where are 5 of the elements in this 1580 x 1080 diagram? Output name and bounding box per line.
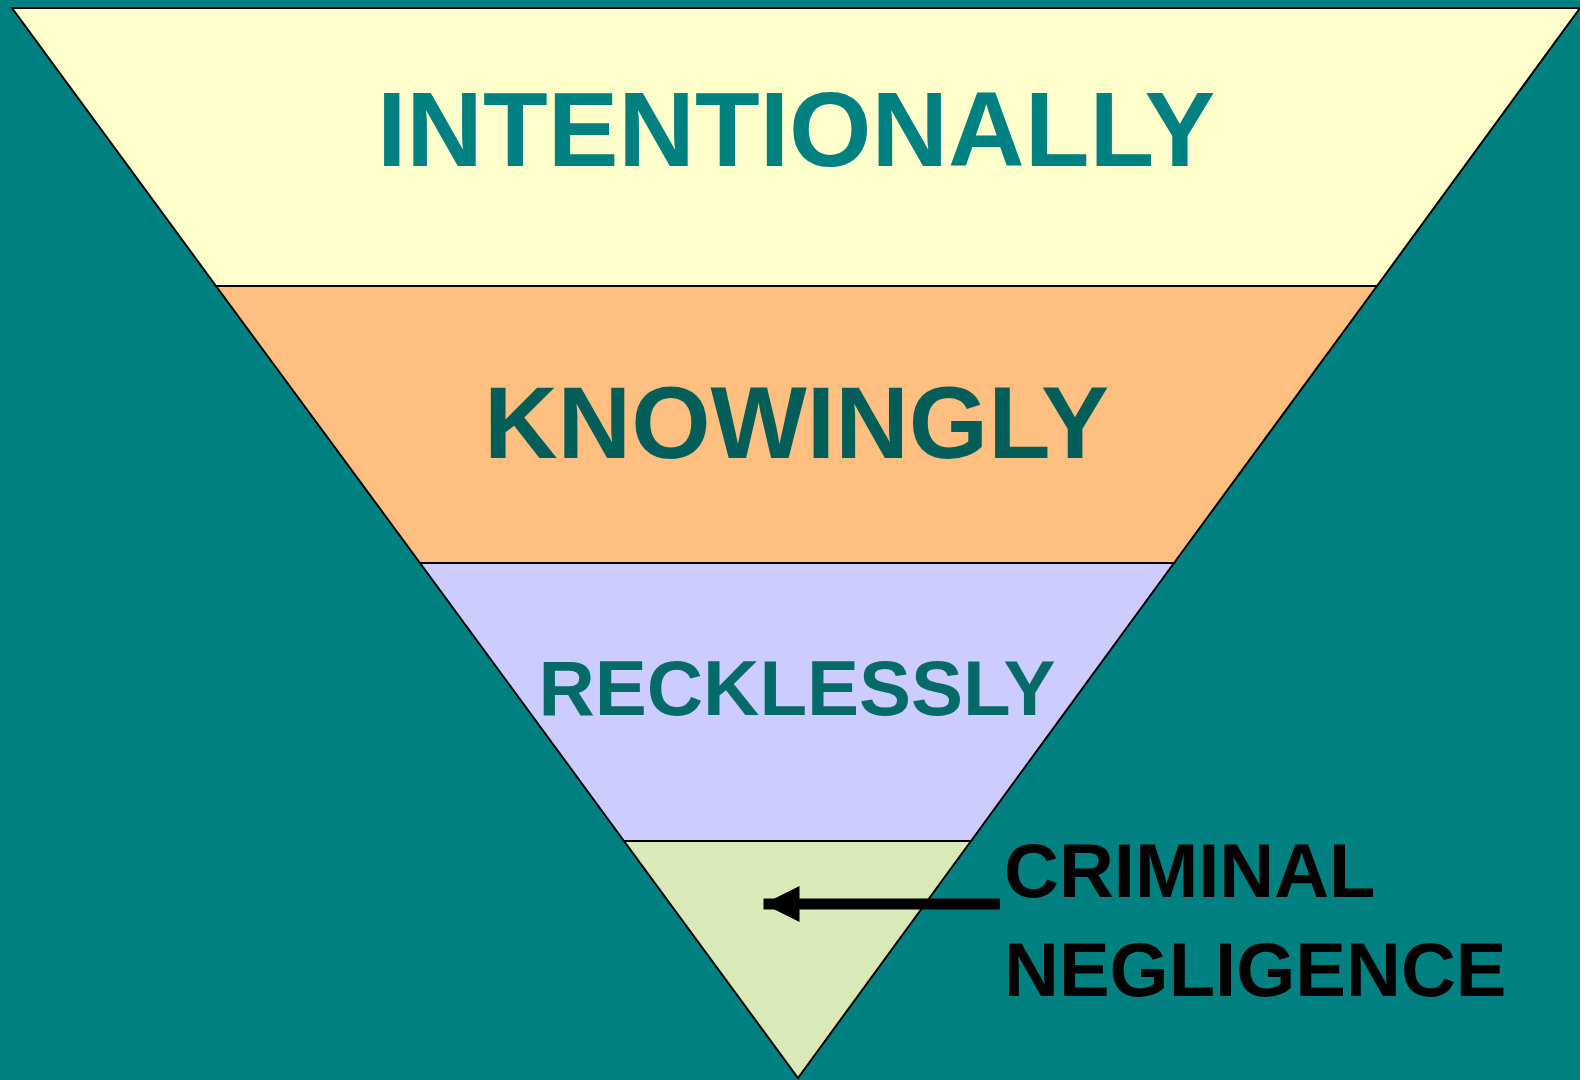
arrow [763, 886, 1000, 922]
level-label: KNOWINGLY [483, 372, 1110, 474]
negligence-label: CRIMINAL NEGLIGENCE [1004, 822, 1534, 1020]
level-label: RECKLESSLY [538, 649, 1056, 727]
level-label: INTENTIONALLY [376, 76, 1216, 182]
